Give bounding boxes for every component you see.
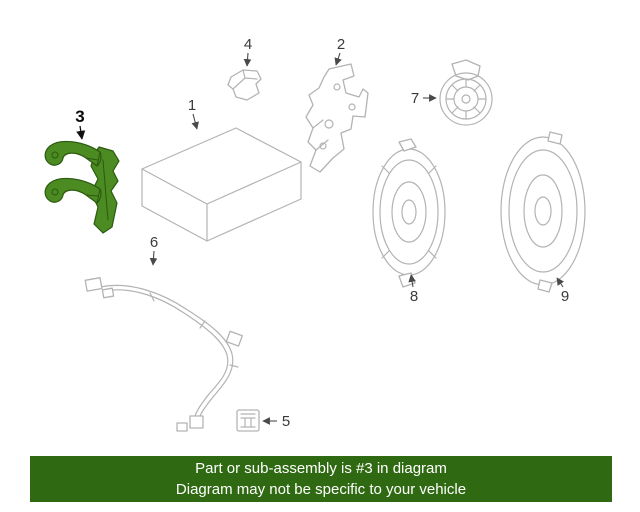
harness-connector — [84, 277, 103, 292]
harness-clip-tick — [149, 292, 239, 368]
harness-wire-inner — [103, 289, 229, 420]
banner-line-1: Part or sub-assembly is #3 in diagram — [195, 460, 447, 477]
speaker-dustcap — [534, 196, 552, 226]
harness-connector — [101, 287, 115, 299]
harness-wire-outer — [99, 284, 234, 422]
label-part-3-highlighted: 3 — [75, 107, 84, 126]
highlighted-bracket-hole — [51, 151, 59, 159]
tweeter-center — [461, 94, 471, 104]
part-8-speaker — [372, 138, 446, 288]
harness-connector — [225, 330, 243, 347]
harness-connector — [189, 415, 204, 429]
speaker-ring — [508, 149, 578, 273]
speaker-outer — [500, 136, 586, 286]
highlighted-bracket-lower-arm — [44, 177, 102, 204]
bracket-detail — [312, 119, 329, 151]
part-5-clip — [236, 409, 260, 432]
bracket-hole — [333, 83, 341, 91]
bracket-body — [305, 63, 369, 173]
speaker-bottom-tab — [537, 279, 553, 293]
callouts: 1 2 3 4 5 6 7 8 9 — [75, 36, 569, 430]
highlighted-bracket-upper-arm — [44, 140, 102, 167]
part-4-bracket-small — [227, 69, 262, 101]
part-3-bracket-highlighted — [44, 140, 120, 234]
label-part-2: 2 — [337, 36, 345, 53]
speaker-cone — [391, 181, 427, 243]
arrow-to-part-6 — [149, 250, 158, 266]
clip-body — [236, 409, 260, 432]
label-part-5: 5 — [282, 413, 290, 430]
label-part-6: 6 — [150, 234, 158, 251]
part-2-bracket — [305, 63, 369, 173]
speaker-ring — [379, 159, 439, 265]
label-part-7: 7 — [411, 90, 419, 107]
tweeter-mount-tab — [451, 59, 481, 81]
part-7-tweeter — [439, 59, 493, 126]
diagram-canvas: 1 2 3 4 5 6 7 8 9 — [44, 36, 586, 432]
speaker-cone — [523, 174, 563, 248]
receiver-right-face — [206, 161, 302, 242]
banner-line-2: Diagram may not be specific to your vehi… — [175, 481, 467, 498]
bracket-hole — [324, 119, 334, 129]
label-part-8: 8 — [410, 288, 418, 305]
harness-connector — [176, 422, 188, 432]
bracket-hole — [348, 103, 356, 111]
bracket-small-detail — [232, 69, 258, 90]
highlight-banner: Part or sub-assembly is #3 in diagram Di… — [30, 456, 612, 502]
speaker-top-tab — [398, 138, 417, 152]
receiver-top-face — [141, 127, 302, 205]
arrow-to-part-4 — [243, 52, 252, 67]
speaker-top-tab — [547, 131, 563, 145]
part-6-wiring-harness — [84, 277, 243, 432]
highlighted-bracket-detail — [85, 151, 109, 221]
speaker-mount-detail — [381, 165, 437, 259]
label-part-1: 1 — [188, 97, 196, 114]
speaker-dustcap — [401, 199, 417, 225]
tweeter-spokes — [445, 78, 487, 120]
part-1-receiver-unit — [141, 127, 302, 242]
arrow-to-part-3 — [76, 125, 86, 140]
highlighted-bracket-hole — [51, 188, 59, 196]
label-part-9: 9 — [561, 288, 569, 305]
tweeter-outer-ring — [439, 72, 493, 126]
arrow-to-part-8 — [408, 274, 416, 288]
part-9-speaker — [500, 131, 586, 293]
arrow-to-part-2 — [334, 52, 342, 66]
bracket-small-body — [227, 69, 262, 101]
clip-detail — [240, 413, 256, 428]
receiver-left-face — [141, 168, 208, 242]
arrow-to-part-9 — [556, 277, 565, 288]
label-part-4: 4 — [244, 36, 252, 53]
arrow-to-part-1 — [191, 113, 199, 130]
